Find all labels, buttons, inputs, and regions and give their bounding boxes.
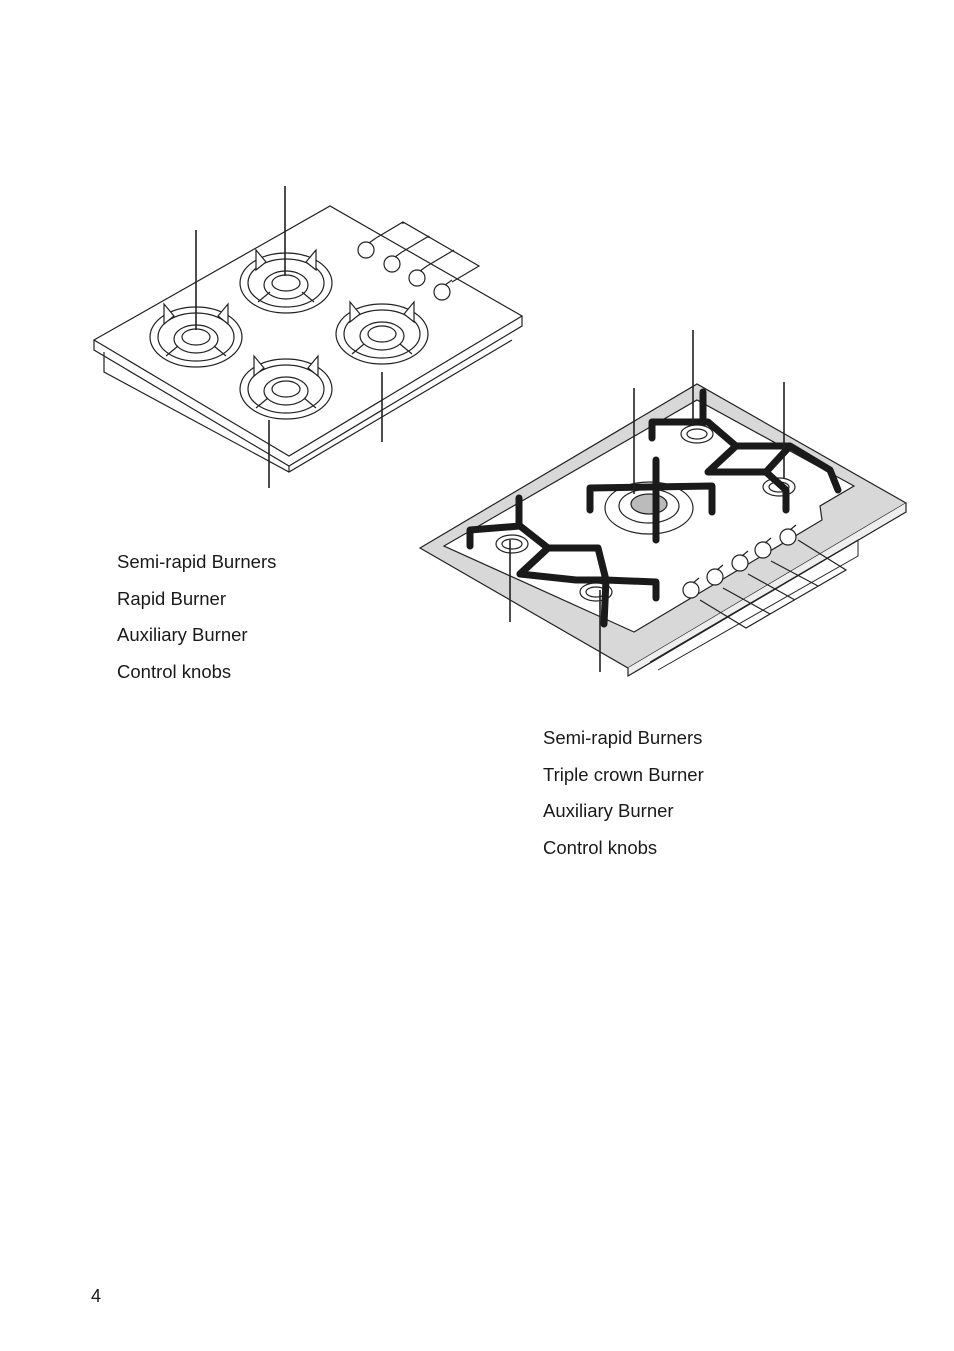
burner-caps — [495, 424, 796, 602]
hob-triple-crown-illustration — [418, 330, 908, 678]
right-legend-triple-crown: Triple crown Burner — [543, 763, 704, 785]
burner-back — [239, 248, 333, 314]
burner-front — [239, 354, 333, 420]
left-legend: Semi-rapid Burners Rapid Burner Auxiliar… — [117, 544, 276, 690]
right-legend-auxiliary: Auxiliary Burner — [543, 800, 674, 822]
burner-right — [335, 300, 429, 365]
page-number: 4 — [91, 1286, 102, 1306]
control-knobs — [357, 237, 453, 301]
hob-four-burner-illustration — [92, 186, 524, 488]
right-legend-semi-rapid: Semi-rapid Burners — [543, 727, 703, 748]
left-legend-control-knobs: Control knobs — [117, 660, 232, 682]
left-legend-rapid: Rapid Burner — [117, 587, 227, 609]
burner-left — [149, 302, 243, 368]
left-legend-semi-rapid: Semi-rapid Burners — [117, 551, 277, 572]
right-legend: Semi-rapid Burners Triple crown Burner A… — [543, 720, 704, 866]
right-legend-control-knobs: Control knobs — [543, 836, 658, 858]
control-knobs — [682, 524, 797, 599]
pan-support-grids — [466, 388, 842, 628]
left-legend-auxiliary: Auxiliary Burner — [117, 624, 248, 646]
